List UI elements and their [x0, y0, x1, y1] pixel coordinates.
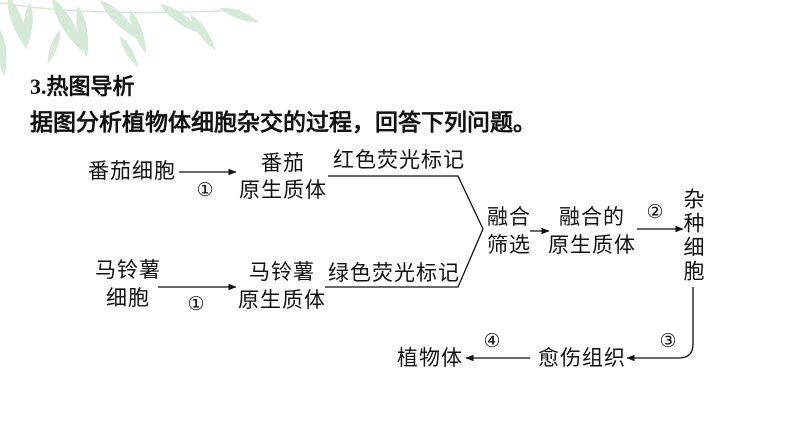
branch-icon [0, 1, 241, 14]
leaf-icon [160, 4, 203, 34]
potato-cell-label-line1: 马铃薯 [95, 258, 161, 282]
leaf-icon [52, 0, 84, 53]
step-3-marker: ③ [659, 330, 677, 352]
red-label-connector [328, 175, 484, 230]
leaf-icon [7, 0, 28, 50]
leaf-icon [190, 14, 216, 51]
leaf-icon [0, 30, 7, 77]
potato-protoplast-label-line2: 原生质体 [238, 288, 326, 312]
section-heading: 3.热图导析 [30, 74, 135, 99]
leaf-icon [100, 0, 141, 41]
fusion-screening-label-line2: 筛选 [487, 233, 531, 257]
leaf-icon [120, 36, 139, 68]
leaf-icon [129, 10, 147, 54]
tomato-protoplast-label-line1: 番茄 [261, 151, 305, 175]
step-2-marker: ② [646, 201, 664, 223]
callus-label: 愈伤组织 [538, 346, 626, 370]
tomato-protoplast-label-line2: 原生质体 [239, 178, 327, 202]
green-fluorescent-label: 绿色荧光标记 [328, 261, 460, 285]
red-fluorescent-label: 红色荧光标记 [333, 148, 465, 172]
leaf-icon [23, 2, 33, 49]
green-label-connector [325, 228, 484, 288]
step-4-marker: ④ [483, 330, 501, 352]
potato-protoplast-label-line1: 马铃薯 [249, 260, 315, 284]
hybrid-cell-label: 杂种细胞 [681, 188, 705, 284]
leaf-icon [47, 30, 61, 65]
potato-cell-label-line2: 细胞 [106, 286, 150, 310]
willow-leaves-icon [0, 0, 260, 77]
leaf-icon [220, 7, 260, 23]
arrow-hybrid-cell-to-callus [626, 287, 694, 362]
tomato-cell-label: 番茄细胞 [88, 159, 176, 183]
leaf-icon [76, 6, 89, 58]
instruction-text: 据图分析植物体细胞杂交的过程，回答下列问题。 [30, 110, 536, 135]
fusion-screening-label-line1: 融合 [487, 205, 531, 229]
plant-label: 植物体 [397, 346, 463, 370]
step-1-potato-marker: ① [187, 293, 205, 315]
fused-protoplast-label-line1: 融合的 [559, 205, 625, 229]
fused-protoplast-label-line2: 原生质体 [548, 233, 636, 257]
step-1-tomato-marker: ① [196, 179, 214, 201]
